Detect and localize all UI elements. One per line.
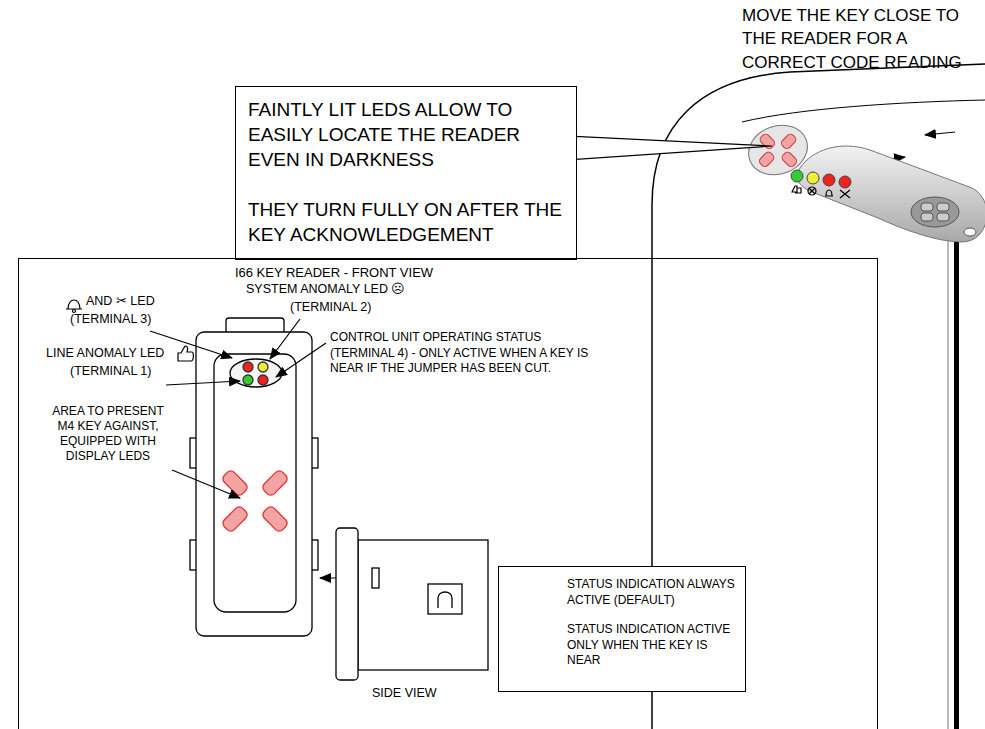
m4-key [797, 146, 985, 242]
callout-pointer [565, 136, 772, 160]
bell-icon [66, 300, 82, 313]
led-label: LINE ANOMALY LED [46, 346, 164, 362]
callout-box: FAINTLY LIT LEDS ALLOW TO EASILY LOCATE … [235, 86, 577, 260]
status-label: CONTROL UNIT OPERATING STATUS [330, 330, 541, 345]
node-text: FAINTLY LIT LEDS ALLOW TO EASILY LOCATE … [248, 97, 566, 172]
led-label: SYSTEM ANOMALY LED ☹ [246, 282, 405, 298]
front-view-frame: I66 KEY READER - FRONT VIEW STATUS INDICA… [18, 258, 878, 729]
status-note: (TERMINAL 4) - ONLY ACTIVE WHEN A KEY IS… [330, 346, 615, 376]
node-text: THEY TURN FULLY ON AFTER THE KEY ACKNOWL… [248, 197, 566, 247]
led-label: AND ✂ LED [86, 294, 155, 310]
status-icons [792, 186, 850, 198]
jumper-legend-box: STATUS INDICATION ALWAYS ACTIVE (DEFAULT… [498, 566, 746, 692]
front-view-reader [190, 318, 318, 636]
terminal-label: (TERMINAL 3) [70, 312, 152, 328]
node-text: STATUS INDICATION ACTIVE ONLY WHEN THE K… [567, 622, 739, 669]
key-area-label: AREA TO PRESENT M4 KEY AGAINST, EQUIPPED… [46, 404, 170, 464]
instruction-note: MOVE THE KEY CLOSE TO THE READER FOR A C… [742, 4, 982, 74]
thumbs-up-icon [178, 346, 193, 361]
side-view-reader [336, 528, 488, 680]
terminal-label: (TERMINAL 2) [290, 300, 372, 316]
terminal-label: (TERMINAL 1) [70, 364, 152, 380]
node-text: I66 KEY READER - FRONT VIEW [19, 265, 649, 282]
view-label: SIDE VIEW [372, 686, 437, 702]
status-leds [791, 170, 851, 188]
node-text: STATUS INDICATION ALWAYS ACTIVE (DEFAULT… [567, 577, 739, 608]
